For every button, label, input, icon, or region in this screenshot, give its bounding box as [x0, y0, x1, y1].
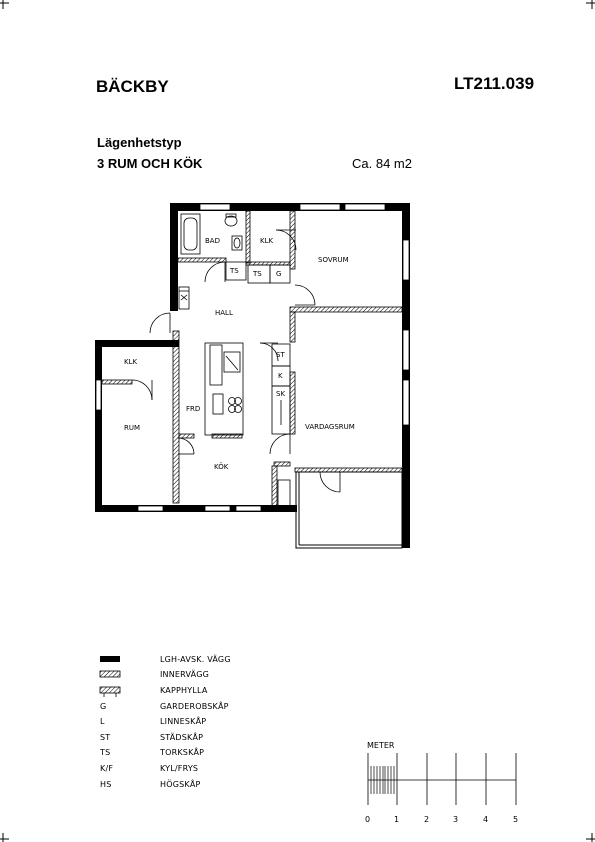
room-label-klk-left: KLK [124, 358, 138, 366]
doors [131, 229, 341, 493]
closet-label-ts1: TS [230, 267, 239, 275]
legend-code-st: ST [100, 733, 111, 742]
legend-label-garderobskap: GARDEROBSKÅP [160, 702, 229, 711]
scale-tick-0: 0 [365, 815, 371, 824]
closets [225, 261, 291, 507]
room-label-frd: FRD [186, 405, 201, 413]
bathroom-fixtures [180, 213, 243, 255]
legend-label-lgh-avsk-vagg: LGH-AVSK. VÄGG [160, 655, 231, 664]
scale-tick-4: 4 [483, 815, 489, 824]
outer-walls [95, 203, 410, 548]
legend-code-l: L [100, 717, 105, 726]
legend-label-kylfrys: KYL/FRYS [160, 764, 199, 773]
legend-label-linneskap: LINNESKÅP [160, 717, 207, 726]
legend-code-kf: K/F [100, 764, 114, 773]
room-label-hall: HALL [215, 309, 233, 317]
legend-symbols [99, 656, 121, 697]
closet-label-k: K [278, 372, 283, 380]
room-label-sovrum: SOVRUM [318, 256, 349, 264]
legend-code-ts: TS [100, 748, 111, 757]
legend-label-hogskap: HÖGSKÅP [160, 780, 201, 789]
closet-label-g: G [276, 270, 282, 278]
room-label-vardagsrum: VARDAGSRUM [305, 423, 355, 431]
room-label-kok: KÖK [214, 463, 229, 471]
legend-label-stadskap: STÄDSKÅP [160, 733, 204, 742]
scale-tick-1: 1 [394, 815, 400, 824]
legend-code-g: G [100, 702, 107, 711]
balcony [295, 471, 403, 549]
closet-label-ts2: TS [253, 270, 262, 278]
legend-label-innervagg: INNERVÄGG [160, 670, 209, 679]
plan-code: LT211.039 [454, 74, 535, 93]
scale-bar [367, 753, 517, 805]
area-name: BÄCKBY [96, 77, 169, 96]
apartment-size: Ca. 84 m2 [352, 156, 412, 171]
room-label-bad: BAD [205, 237, 220, 245]
room-label-klk-top: KLK [260, 237, 274, 245]
room-label-rum: RUM [124, 424, 141, 432]
legend-label-torkskap: TORKSKÅP [160, 748, 205, 757]
inner-walls [101, 210, 403, 507]
closet-label-st: ST [276, 351, 285, 359]
apartment-type-label: Lägenhetstyp [97, 135, 182, 150]
kitchen-fixtures [204, 342, 244, 436]
legend-code-hs: HS [100, 780, 112, 789]
scale-title: METER [367, 741, 395, 750]
closet-label-sk: SK [276, 390, 286, 398]
scale-tick-3: 3 [453, 815, 459, 824]
windows [95, 203, 410, 512]
apartment-type-value: 3 RUM OCH KÖK [97, 156, 203, 171]
legend-label-kapphylla: KAPPHYLLA [160, 686, 208, 695]
scale-tick-5: 5 [513, 815, 519, 824]
coat-shelf [178, 286, 190, 310]
scale-tick-2: 2 [424, 815, 430, 824]
